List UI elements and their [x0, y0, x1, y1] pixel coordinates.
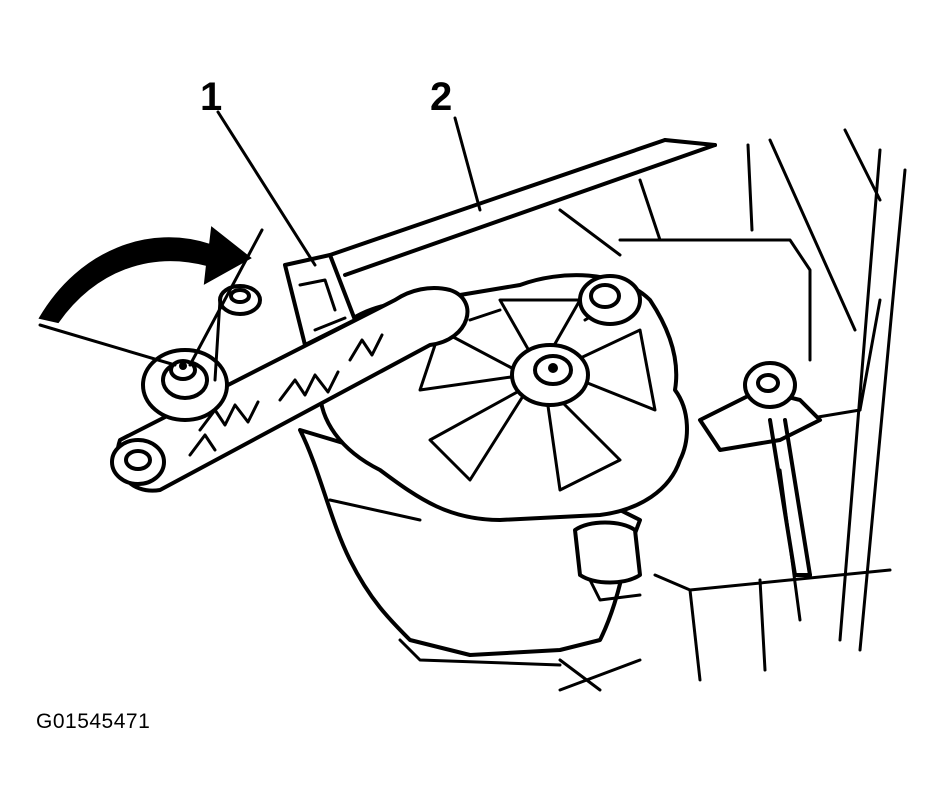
drive-rod[interactable] [328, 138, 717, 277]
wiper-motor-housing [298, 428, 642, 667]
linkage-arm-right [698, 361, 822, 577]
mounting-boss-upper [578, 274, 642, 326]
drive-shaft-hub [510, 343, 590, 407]
figure-id-label: G01545471 [36, 710, 151, 733]
callout-1: 1 [200, 75, 222, 119]
retaining-nut[interactable] [141, 348, 229, 422]
callout-leaders [38, 110, 482, 367]
rotation-arrow-icon [38, 226, 252, 324]
crank-arm[interactable] [110, 286, 470, 493]
rod-bracket[interactable] [283, 253, 357, 347]
callout-2: 2 [430, 75, 452, 119]
